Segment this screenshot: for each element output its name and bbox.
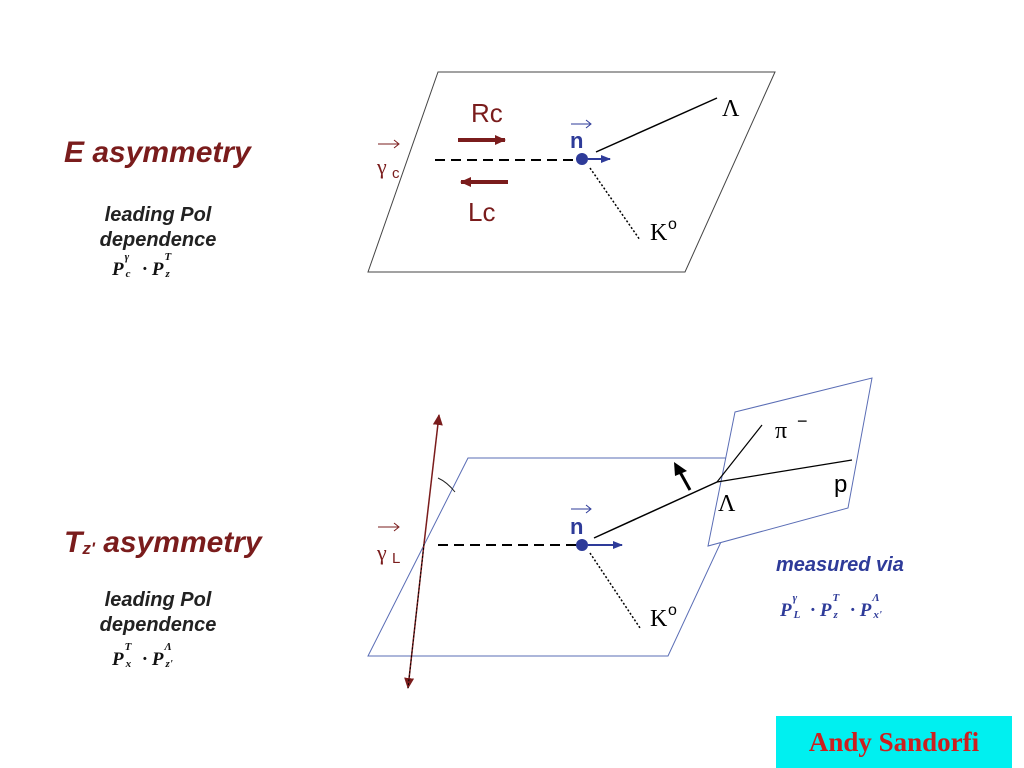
lc-arrow: Lc: [460, 177, 508, 227]
pion-track: [716, 424, 763, 483]
author-badge: Andy Sandorfi: [776, 716, 1012, 768]
angle-arc: [437, 477, 456, 493]
measured-via-label: measured via: [776, 554, 904, 576]
polarization-axis-up: [423, 414, 443, 545]
svg-text:n: n: [570, 128, 583, 153]
e-asymmetry-title: E asymmetry: [64, 136, 251, 169]
lambda-label-top: Λ: [722, 96, 740, 122]
svg-text:Lc: Lc: [468, 197, 495, 227]
svg-text:n: n: [570, 514, 583, 539]
tz-leading-pol-text: leading Pol dependence: [99, 589, 217, 636]
svg-text:o: o: [668, 216, 677, 233]
kaon-label-bottom: K o: [650, 602, 677, 632]
svg-text:γ: γ: [376, 540, 387, 565]
author-name: Andy Sandorfi: [808, 727, 980, 757]
kaon-label-top: K o: [650, 216, 677, 246]
photon-label-bottom: γ L: [376, 522, 400, 567]
lambda-label-bottom: Λ: [718, 491, 736, 517]
svg-text:Rc: Rc: [471, 98, 503, 128]
svg-text:c: c: [392, 165, 400, 182]
neutron-top: n: [570, 119, 611, 165]
proton-track: [716, 459, 853, 483]
neutron-bottom: n: [570, 504, 623, 551]
lambda-track-bottom: [593, 481, 718, 539]
kaon-track-top: [589, 167, 641, 241]
photon-label-top: γ c: [376, 139, 400, 182]
proton-label: p: [834, 471, 847, 498]
reaction-plane-top: [367, 71, 776, 273]
svg-text:L: L: [392, 550, 400, 567]
svg-text:π: π: [775, 418, 787, 444]
e-leading-pol-text: leading Pol dependence: [99, 204, 217, 251]
svg-text:K: K: [650, 606, 668, 632]
pion-label: π −: [775, 411, 808, 444]
svg-text:K: K: [650, 220, 668, 246]
polarization-axis-dotted: [407, 543, 425, 689]
tz-asymmetry-title: Tz' asymmetry: [64, 526, 262, 559]
lambda-track-top: [595, 97, 718, 153]
svg-text:−: −: [797, 411, 808, 431]
decay-plane: [707, 377, 873, 547]
lambda-polarization-arrow: [674, 462, 692, 491]
kaon-track-bottom: [589, 552, 641, 629]
rc-arrow: Rc: [458, 98, 506, 145]
svg-text:o: o: [668, 602, 677, 619]
svg-text:γ: γ: [376, 154, 387, 179]
reaction-plane-bottom: [367, 457, 761, 657]
